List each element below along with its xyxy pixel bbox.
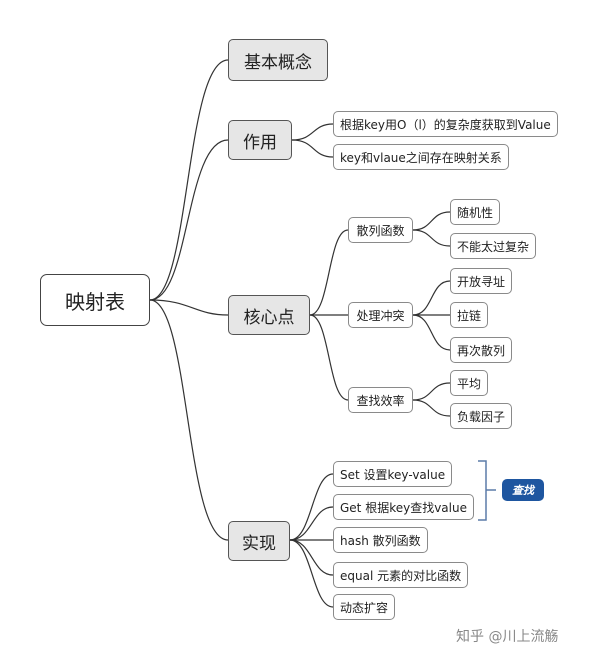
purpose-item-1[interactable]: 根据key用O（l）的复杂度获取到Value bbox=[333, 111, 558, 137]
connector-eff-1 bbox=[412, 382, 451, 401]
core-conflict[interactable]: 处理冲突 bbox=[348, 302, 413, 328]
connector-purpose-2 bbox=[291, 139, 334, 158]
conflict-child-2[interactable]: 拉链 bbox=[450, 302, 489, 328]
connector-root-core bbox=[149, 299, 229, 316]
connector-impl-1 bbox=[289, 473, 334, 541]
lookup-badge[interactable]: 查找 bbox=[502, 479, 544, 501]
connector-impl-4 bbox=[289, 539, 334, 576]
connector-hash-1 bbox=[412, 211, 451, 231]
impl-item-set[interactable]: Set 设置key-value bbox=[333, 461, 453, 487]
core-efficiency[interactable]: 查找效率 bbox=[348, 387, 413, 413]
branch-core[interactable]: 核心点 bbox=[228, 295, 310, 335]
hash-child-2[interactable]: 不能太过复杂 bbox=[450, 233, 537, 259]
connector-purpose-1 bbox=[291, 123, 334, 141]
conflict-child-3[interactable]: 再次散列 bbox=[450, 337, 513, 363]
efficiency-child-2[interactable]: 负载因子 bbox=[450, 403, 513, 429]
impl-item-resize[interactable]: 动态扩容 bbox=[333, 594, 396, 620]
conflict-child-1[interactable]: 开放寻址 bbox=[450, 268, 513, 294]
branch-concept[interactable]: 基本概念 bbox=[228, 39, 328, 81]
root-node[interactable]: 映射表 bbox=[40, 274, 150, 326]
impl-item-equal[interactable]: equal 元素的对比函数 bbox=[333, 562, 469, 588]
connector-eff-2 bbox=[412, 399, 451, 417]
branch-impl[interactable]: 实现 bbox=[228, 521, 290, 561]
connector-hash-2 bbox=[412, 229, 451, 247]
connector-impl-5 bbox=[289, 539, 334, 608]
connector-core-hash bbox=[309, 229, 349, 316]
hash-child-1[interactable]: 随机性 bbox=[450, 199, 501, 225]
connector-root-concept bbox=[149, 59, 229, 301]
branch-purpose[interactable]: 作用 bbox=[228, 120, 292, 160]
group-bracket bbox=[478, 460, 496, 521]
impl-item-hash[interactable]: hash 散列函数 bbox=[333, 527, 428, 553]
core-hash[interactable]: 散列函数 bbox=[348, 217, 413, 243]
connector-root-purpose bbox=[149, 139, 229, 301]
efficiency-child-1[interactable]: 平均 bbox=[450, 370, 489, 396]
connector-core-efficiency bbox=[309, 314, 349, 401]
connector-impl-2 bbox=[289, 506, 334, 541]
purpose-item-2[interactable]: key和vlaue之间存在映射关系 bbox=[333, 144, 509, 170]
watermark: 知乎 @川上流觞 bbox=[456, 629, 559, 645]
connector-conflict-1 bbox=[412, 280, 451, 316]
connector-conflict-3 bbox=[412, 314, 451, 351]
connector-root-impl bbox=[149, 299, 229, 541]
impl-item-get[interactable]: Get 根据key查找value bbox=[333, 494, 474, 520]
